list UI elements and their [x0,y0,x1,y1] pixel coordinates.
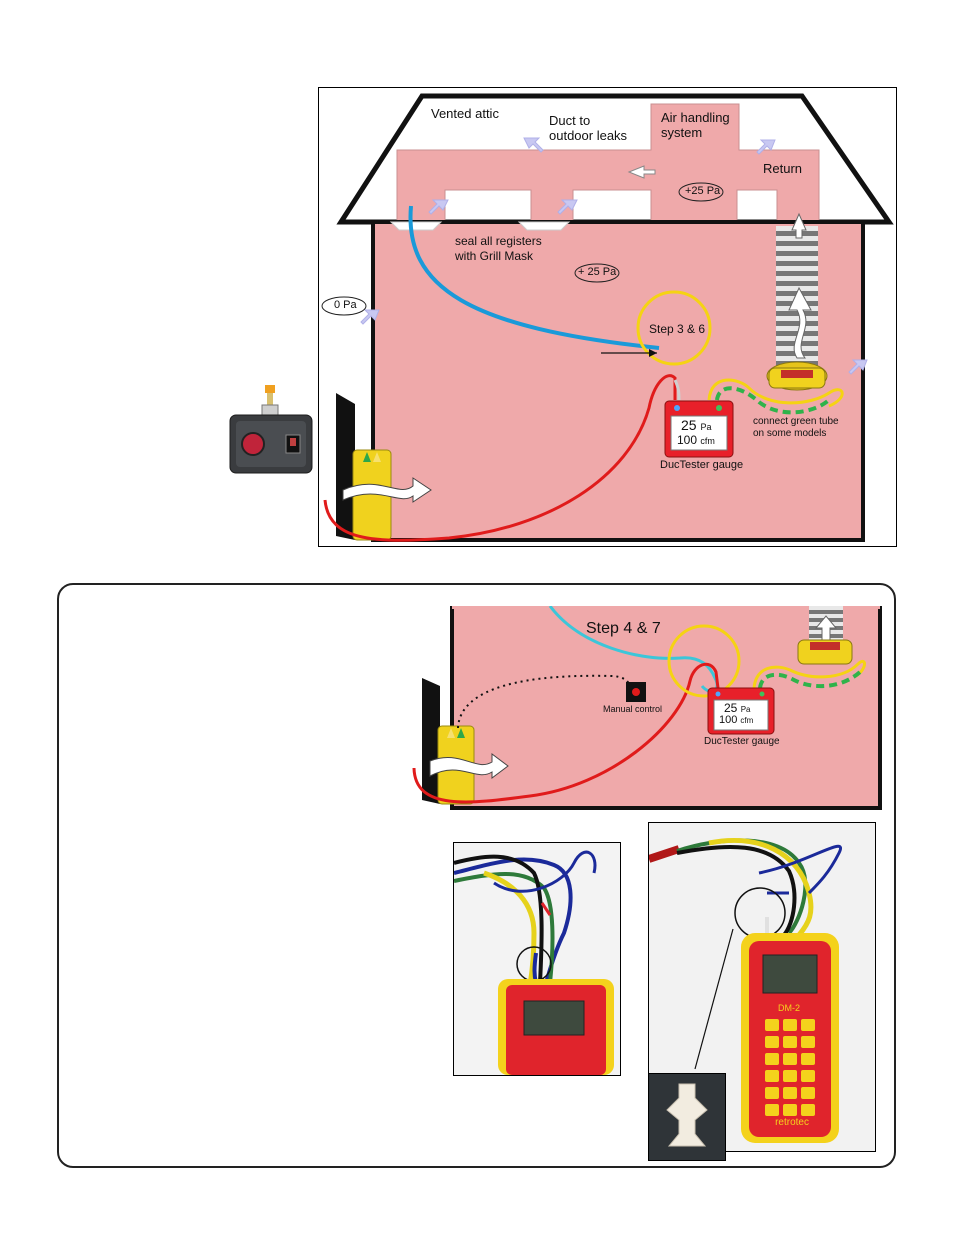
keypad-button [765,1070,779,1082]
register-right [517,221,571,231]
ahs-label-1: Air handling [661,110,730,125]
house-pressure: + 25 Pa [578,266,617,278]
air-handler-fan [766,361,828,391]
seal-label-1: seal all registers [455,234,542,248]
yellow-tube [707,378,844,408]
door [336,393,355,540]
flex-duct-stripe [776,246,818,251]
gauge-value-1: 25 Pa [681,417,712,433]
red-tube [323,374,677,542]
keypad-button [783,1036,797,1048]
gauge-value-2: 100 cfm [677,433,715,447]
outside-pressure: 0 Pa [334,299,357,311]
keypad-button [801,1019,815,1031]
keypad-button [765,1053,779,1065]
gauge2-value-2: 100 cfm [719,714,754,726]
red-tube-2 [412,662,720,804]
gauge2-value-1: 25 Pa [724,701,751,715]
keypad-button [765,1019,779,1031]
ahs-label-2: system [661,125,703,140]
keypad-button [801,1053,815,1065]
attic-label: Vented attic [431,106,499,121]
keypad-button [783,1053,797,1065]
figure-1-drawing [321,93,894,542]
green-tube-2 [758,670,862,689]
green-tube-note-2: on some models [753,428,827,439]
tube-fitting-icon [648,1073,726,1161]
gauge-name: DucTester gauge [660,459,744,471]
white-tube [673,379,681,401]
device-name: DM-2 [778,1003,800,1013]
gauge2-name: DucTester gauge [704,736,780,747]
photo-dm2-tubes [453,842,621,1076]
return-label: Return [763,161,803,176]
yellow-tube-2 [752,659,866,689]
figure-1-duct-leakage-diagram: Vented attic Duct to outdoor leaks Air h… [318,87,897,547]
keypad-button [783,1087,797,1099]
step-label-2: Step 4 & 7 [586,620,661,637]
keypad-button [783,1104,797,1116]
airflow-arrow [342,477,432,503]
register-left [389,221,443,231]
keypad-button [783,1070,797,1082]
flex-duct-stripe [776,316,818,321]
manual-control-label: Manual control [603,704,663,714]
keypad-button [765,1087,779,1099]
keypad-button [783,1019,797,1031]
blue-tube [408,205,660,350]
step-label: Step 3 & 6 [649,322,706,336]
green-tube [715,386,831,415]
flex-duct-stripe [776,286,818,291]
seal-label-2: with Grill Mask [455,249,534,263]
manual-controller-box-icon [228,385,314,475]
keypad-button [801,1087,815,1099]
duct-label-2: outdoor leaks [549,128,628,143]
duct-pressure: +25 Pa [685,185,721,197]
green-tube-note-1: connect green tube [753,416,839,427]
figure-2-scene: Step 4 & 7 Manual control 25 Pa 100 cfm … [410,606,883,814]
flex-duct-stripe [809,606,843,610]
duct-label-1: Duct to [549,113,591,128]
keypad-button [801,1070,815,1082]
flex-duct-stripe [776,276,818,281]
keypad-button [765,1104,779,1116]
flex-duct-stripe [776,266,818,271]
keypad-button [765,1036,779,1048]
flex-duct-stripe [776,326,818,331]
device-brand: retrotec [775,1117,809,1128]
keypad-button [801,1104,815,1116]
keypad-button [801,1036,815,1048]
flex-duct-stripe [776,256,818,261]
